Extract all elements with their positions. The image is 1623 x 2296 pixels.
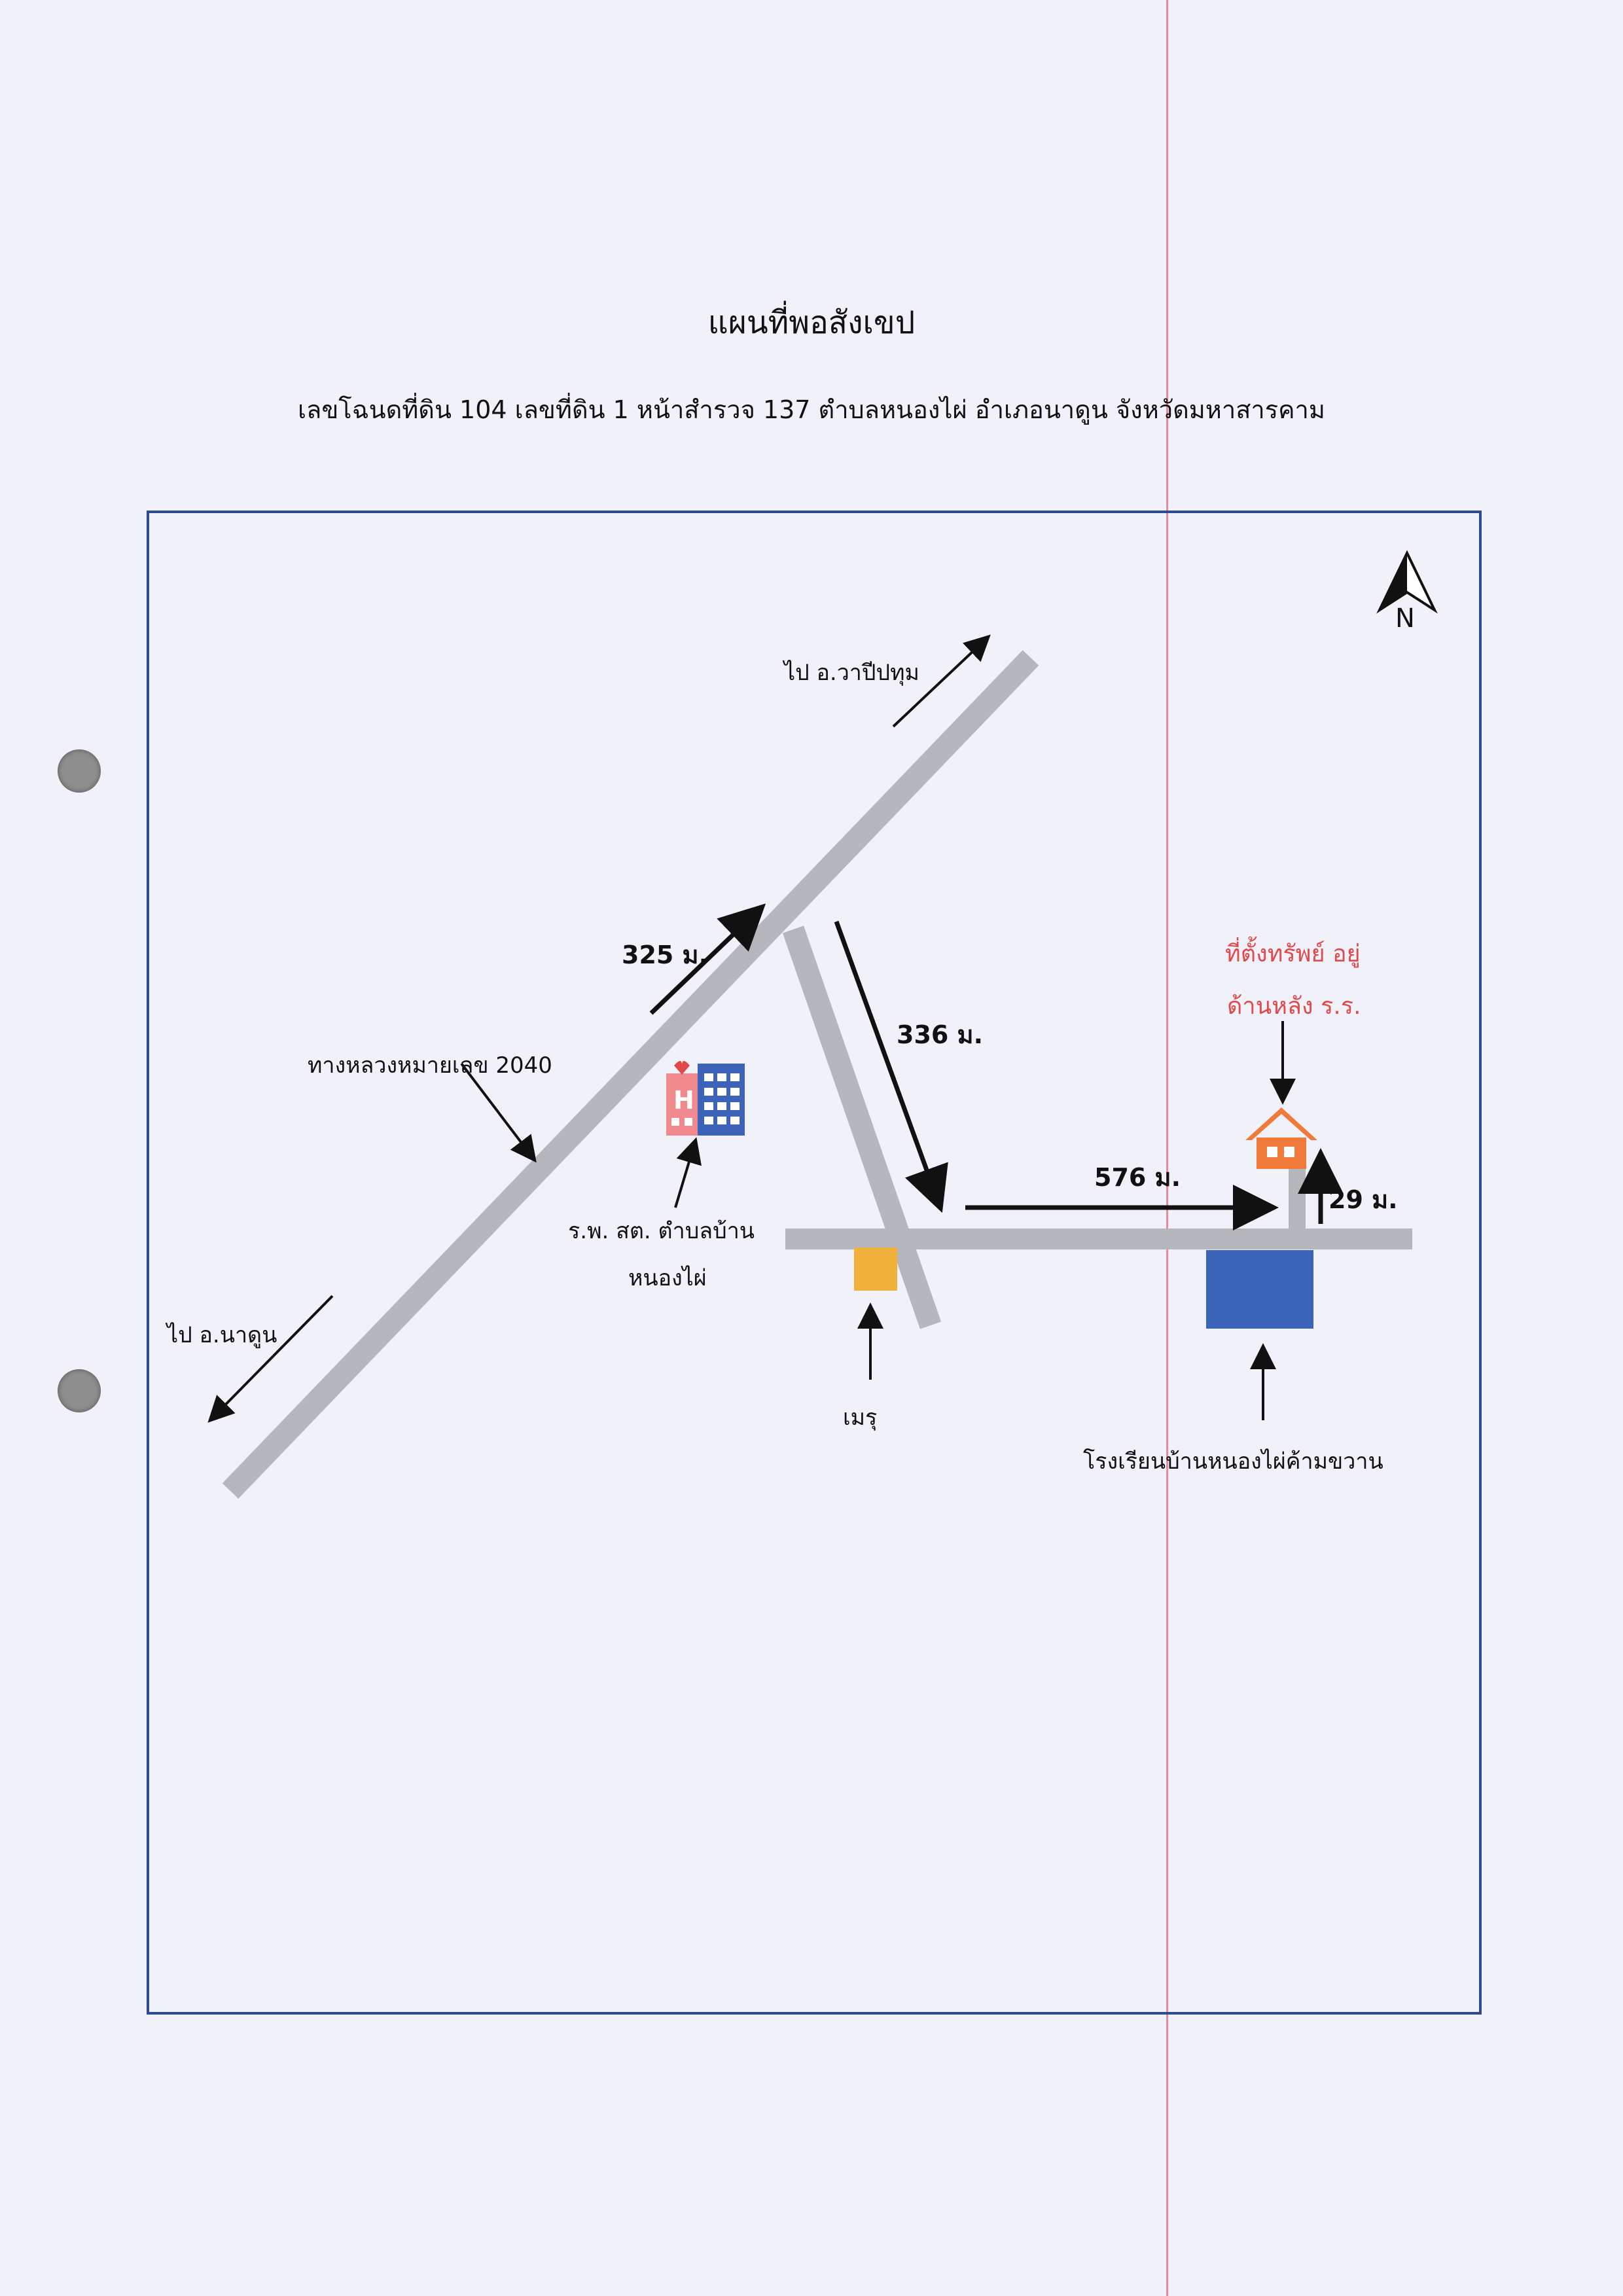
north-label: N bbox=[1395, 603, 1415, 634]
punch-hole-bottom bbox=[58, 1369, 101, 1412]
label-highway: ทางหลวงหมายเลข 2040 bbox=[308, 1052, 552, 1079]
house-icon bbox=[1245, 1107, 1317, 1169]
page-title: แผนที่พอสังเขป bbox=[707, 304, 916, 341]
pointer-highway bbox=[460, 1062, 537, 1163]
label-325m: 325 ม. bbox=[622, 941, 709, 969]
meru-marker bbox=[854, 1247, 897, 1291]
punch-hole-top bbox=[58, 749, 101, 793]
label-336m: 336 ม. bbox=[897, 1020, 984, 1049]
label-meru: เมรุ bbox=[843, 1405, 878, 1431]
arrow-336m bbox=[834, 920, 948, 1213]
label-property-line2: ด้านหลัง ร.ร. bbox=[1227, 993, 1361, 1020]
arrow-to-wapi-pathum bbox=[892, 634, 991, 728]
arrow-to-na-dun bbox=[207, 1295, 334, 1423]
page-subtitle: เลขโฉนดที่ดิน 104 เลขที่ดิน 1 หน้าสำรวจ … bbox=[298, 395, 1325, 424]
pointer-hospital bbox=[674, 1137, 702, 1208]
arrow-325m bbox=[649, 903, 766, 1015]
label-hospital-line1: ร.พ. สต. ตำบลบ้าน bbox=[568, 1218, 755, 1244]
side-road-diagonal bbox=[782, 925, 942, 1329]
label-576m: 576 ม. bbox=[1094, 1163, 1181, 1192]
label-to-wapi-pathum: ไป อ.วาปีปทุม bbox=[784, 660, 919, 686]
label-29m: 29 ม. bbox=[1329, 1185, 1398, 1214]
highway-2040 bbox=[222, 650, 1039, 1499]
label-school: โรงเรียนบ้านหนองไผ่ค้ามขวาน bbox=[1083, 1448, 1383, 1475]
school-building bbox=[1206, 1250, 1313, 1329]
label-property-line1: ที่ตั้งทรัพย์ อยู่ bbox=[1225, 941, 1361, 967]
margin-line bbox=[1166, 0, 1168, 2296]
label-hospital-line2: หนองไผ่ bbox=[628, 1265, 707, 1291]
hospital-icon: H bbox=[666, 1061, 745, 1136]
map-frame bbox=[147, 511, 1482, 2015]
north-arrow-icon bbox=[1376, 550, 1438, 614]
hospital-icon-letter: H bbox=[673, 1086, 694, 1115]
label-to-na-dun: ไป อ.นาดูน bbox=[167, 1322, 277, 1348]
